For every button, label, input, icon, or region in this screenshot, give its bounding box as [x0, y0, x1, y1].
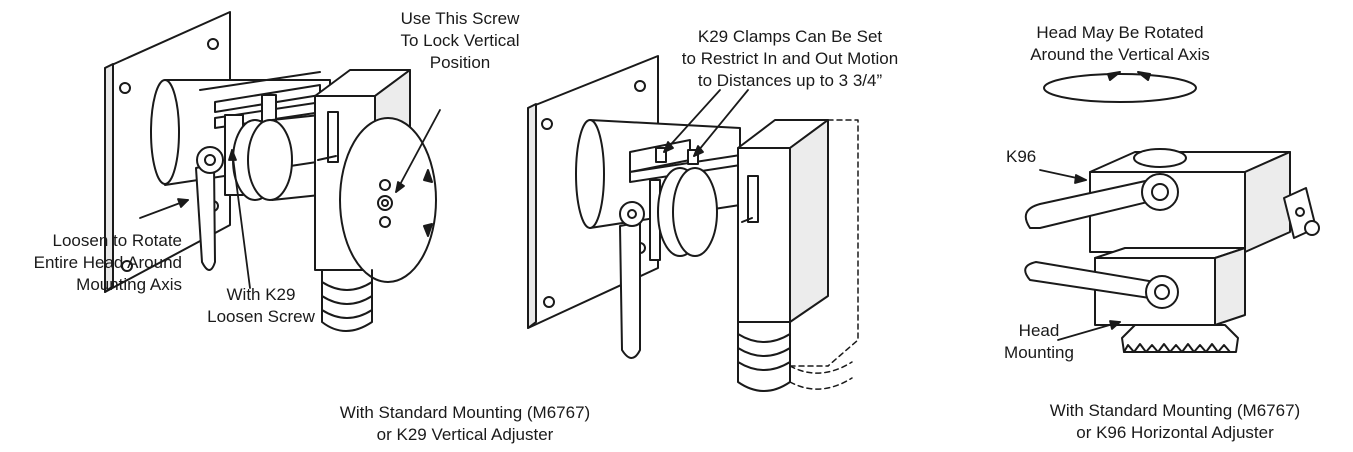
callout-head-rotation-line-1: Head May Be Rotated [1036, 23, 1204, 42]
middle-leader-lines [663, 89, 749, 157]
callout-clamps-line-3: to Distances up to 3 3/4” [697, 71, 883, 90]
label-k96: K96 [1006, 147, 1037, 166]
left-lock-handle [195, 146, 224, 271]
left-rotation-disc [339, 117, 437, 283]
caption-right-line-2: or K96 Horizontal Adjuster [1076, 423, 1274, 442]
left-collar [232, 114, 321, 201]
label-head-mounting-line-1: Head [1018, 321, 1060, 340]
right-side-clamp [1283, 187, 1320, 239]
label-head-mounting: Head Mounting [994, 320, 1084, 364]
callout-k29-loosen-screw: With K29 Loosen Screw [196, 284, 326, 328]
right-lower-handle [1024, 261, 1179, 309]
left-mount-assembly [104, 11, 437, 332]
callout-lock-line-3: Position [429, 53, 491, 72]
callout-k29-line-1: With K29 [226, 285, 296, 304]
callout-head-rotation: Head May Be Rotated Around the Vertical … [1010, 22, 1230, 66]
callout-rotate-line-2: Entire Head Around [33, 253, 182, 272]
callout-lock-line-1: Use This Screw [400, 9, 520, 28]
left-bellows [321, 269, 373, 332]
callout-rotate-head: Loosen to Rotate Entire Head Around Moun… [0, 230, 182, 296]
middle-bellows [737, 321, 791, 392]
caption-middle: With Standard Mounting (M6767) or K29 Ve… [320, 402, 610, 446]
label-head-mounting-line-2: Mounting [1004, 343, 1074, 362]
callout-clamps-line-2: to Restrict In and Out Motion [681, 49, 899, 68]
left-leader-lines [139, 109, 441, 289]
middle-collar [657, 167, 718, 257]
callout-lock-line-2: To Lock Vertical [400, 31, 520, 50]
middle-ghost-position [789, 119, 859, 390]
middle-lock-handle [619, 201, 645, 359]
caption-middle-line-1: With Standard Mounting (M6767) [339, 403, 591, 422]
right-head-mounting-base [1121, 324, 1239, 353]
callout-head-rotation-line-2: Around the Vertical Axis [1030, 45, 1210, 64]
callout-rotate-line-1: Loosen to Rotate [52, 231, 182, 250]
callout-clamps-line-1: K29 Clamps Can Be Set [697, 27, 883, 46]
right-upper-handle [1024, 173, 1179, 229]
middle-mount-assembly [527, 55, 859, 392]
caption-middle-line-2: or K29 Vertical Adjuster [376, 425, 554, 444]
callout-k29-clamps: K29 Clamps Can Be Set to Restrict In and… [640, 26, 940, 92]
caption-right: With Standard Mounting (M6767) or K96 Ho… [1030, 400, 1320, 444]
callout-k29-line-2: Loosen Screw [207, 307, 315, 326]
callout-lock-vertical-position: Use This Screw To Lock Vertical Position [385, 8, 535, 74]
middle-head-block [737, 119, 829, 323]
right-leader-lines [1039, 169, 1121, 341]
callout-rotate-line-3: Mounting Axis [76, 275, 182, 294]
caption-right-line-1: With Standard Mounting (M6767) [1049, 401, 1301, 420]
right-rotation-indicator [1043, 71, 1197, 103]
